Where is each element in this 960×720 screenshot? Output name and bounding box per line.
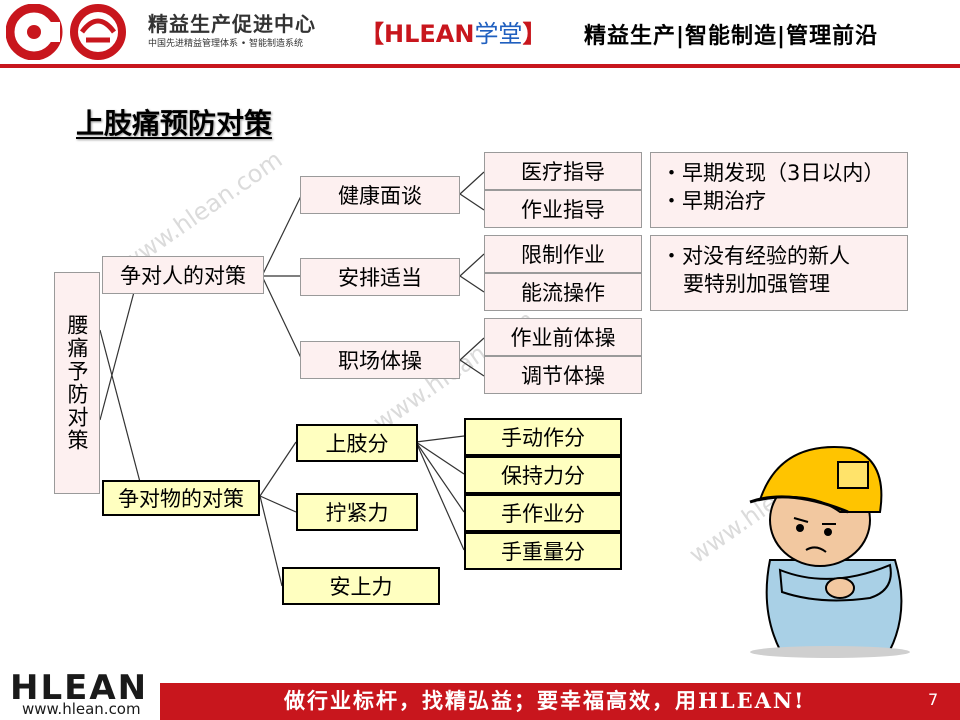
leaf-pre-work-exercise: 作业前体操 bbox=[484, 318, 642, 356]
node-mounting-force: 安上力 bbox=[282, 567, 440, 605]
note-newcomer-management: ・对没有经验的新人 要特别加强管理 bbox=[650, 235, 908, 311]
page-number: 7 bbox=[928, 690, 939, 709]
note-line: ・早期治疗 bbox=[661, 189, 766, 213]
bracket-open: 【 bbox=[360, 20, 384, 48]
footer-slogan: 做行业标杆，找精弘益；要幸福高效，用HLEAN! bbox=[284, 688, 806, 713]
worker-cartoon-icon bbox=[749, 446, 910, 658]
leaf-hand-weight: 手重量分 bbox=[464, 532, 622, 570]
header-tagline: 精益生产|智能制造|管理前沿 bbox=[584, 24, 879, 49]
brand-subtitle: 中国先进精益管理体系 • 智能制造系统 bbox=[148, 39, 304, 49]
leaf-manual-action: 手动作分 bbox=[464, 418, 622, 456]
leaf-work-guidance: 作业指导 bbox=[484, 190, 642, 228]
node-health-interview: 健康面谈 bbox=[300, 176, 460, 214]
leaf-limit-work: 限制作业 bbox=[484, 235, 642, 273]
branch-object-measures: 争对物的对策 bbox=[102, 480, 260, 516]
brand-h: HLEAN bbox=[384, 20, 475, 48]
note-line: 要特别加强管理 bbox=[683, 272, 830, 296]
node-upper-limb-share: 上肢分 bbox=[296, 424, 418, 462]
leaf-hand-work: 手作业分 bbox=[464, 494, 622, 532]
header-divider bbox=[0, 64, 960, 68]
leaf-medical-guidance: 医疗指导 bbox=[484, 152, 642, 190]
footer-url[interactable]: www.hlean.com bbox=[22, 700, 141, 718]
page-title: 上肢痛预防对策 bbox=[76, 107, 273, 140]
note-early-detection: ・早期发现（3日以内） ・早期治疗 bbox=[650, 152, 908, 228]
footer-bar bbox=[160, 683, 960, 720]
header: 精益生产促进中心 中国先进精益管理体系 • 智能制造系统 【HLEAN学堂】 精… bbox=[0, 0, 960, 64]
leaf-rotation-work: 能流操作 bbox=[484, 273, 642, 311]
branch-person-measures: 争对人的对策 bbox=[102, 256, 264, 294]
company-logo-icon bbox=[6, 4, 126, 60]
footer-hlean-logo: HLEAN bbox=[10, 668, 149, 708]
node-proper-arrangement: 安排适当 bbox=[300, 258, 460, 296]
leaf-adjust-exercise: 调节体操 bbox=[484, 356, 642, 394]
bracket-close: 】 bbox=[522, 20, 547, 48]
node-workplace-exercise: 职场体操 bbox=[300, 341, 460, 379]
note-line: ・早期发现（3日以内） bbox=[661, 161, 885, 185]
note-line: ・对没有经验的新人 bbox=[661, 244, 850, 268]
brand-academy: 学堂 bbox=[474, 20, 523, 48]
leaf-holding-force: 保持力分 bbox=[464, 456, 622, 494]
brand-name: 精益生产促进中心 bbox=[148, 12, 316, 36]
hlean-academy-brand: 【HLEAN学堂】 bbox=[360, 14, 546, 49]
node-tightening-force: 拧紧力 bbox=[296, 493, 418, 531]
root-node-lumbar-prevention: 腰痛予防对策 bbox=[54, 272, 100, 494]
